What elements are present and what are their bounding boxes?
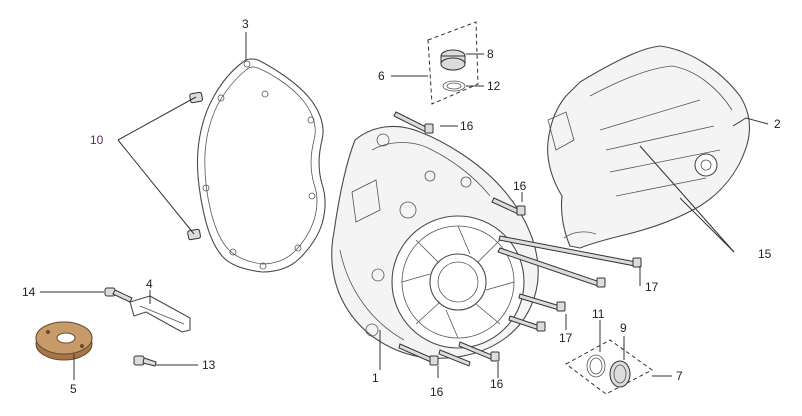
callout-16-right: 16: [513, 179, 527, 193]
oil-seal-group: [565, 339, 653, 395]
bolt-drawing: [393, 111, 642, 367]
callout-16-bottom-right: 16: [490, 377, 504, 391]
callout-5: 5: [70, 382, 77, 396]
callout-3: 3: [242, 17, 249, 31]
oil-plug-drawing: [440, 49, 466, 71]
dowel-pin-drawing: [187, 91, 203, 241]
callout-16-bottom-left: 16: [430, 385, 444, 399]
callout-8: 8: [487, 47, 494, 61]
side-cover-drawing: [547, 45, 750, 249]
callout-6: 6: [378, 69, 385, 83]
bolt-14-drawing: [104, 287, 133, 303]
callout-labels: 3 2 6 8 12 10 16 16 15 17 17 1 16 16 11 …: [22, 17, 781, 399]
oil-plug-group: [427, 21, 479, 105]
callout-15: 15: [758, 247, 772, 261]
callout-14: 14: [22, 285, 36, 299]
crankcase-cover-drawing: [331, 125, 539, 359]
bolt-13-drawing: [133, 355, 157, 367]
callout-4: 4: [146, 277, 153, 291]
callout-2: 2: [774, 117, 781, 131]
callout-9: 9: [620, 321, 627, 335]
gasket-drawing: [196, 58, 326, 273]
leader-lines: [40, 32, 769, 380]
callout-17-right: 17: [645, 280, 659, 294]
bearing-plate-drawing: [35, 321, 93, 361]
callout-17-mid: 17: [559, 331, 573, 345]
callout-13: 13: [202, 358, 216, 372]
callout-16-top: 16: [460, 119, 474, 133]
callout-1: 1: [372, 371, 379, 385]
callout-11: 11: [592, 307, 605, 321]
bracket-drawing: [129, 295, 191, 333]
seal-ring-drawing: [442, 80, 466, 92]
callout-10: 10: [90, 133, 104, 147]
callout-12: 12: [487, 79, 501, 93]
callout-7: 7: [676, 369, 683, 383]
